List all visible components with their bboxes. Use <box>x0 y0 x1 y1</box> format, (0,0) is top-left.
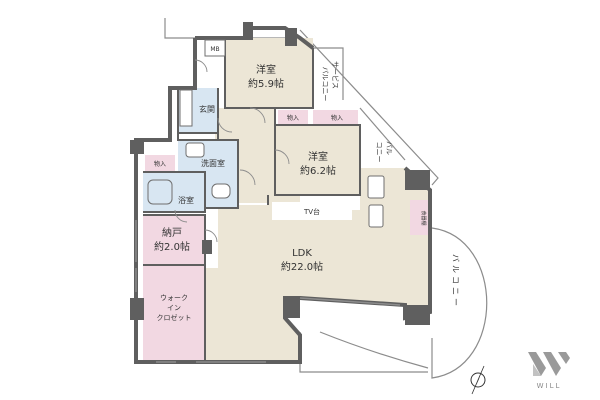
interior-walls <box>143 38 361 360</box>
service-balcony-line-2: バルコニー <box>321 67 329 102</box>
will-logo-mark-icon <box>528 352 570 376</box>
bedroom1-name: 洋室 <box>256 63 276 76</box>
bedroom2-name: 洋室 <box>308 150 328 163</box>
dining-storage-area <box>410 200 428 235</box>
balcony-main-char-1: バ <box>451 254 460 262</box>
balcony-main-char-5: ー <box>451 298 460 306</box>
ldk-name: LDK <box>292 248 312 259</box>
balcony-main-char-3: コ <box>451 276 460 284</box>
ldk-size: 約22.0帖 <box>281 260 323 273</box>
dining-storage-label: 食器棚 <box>420 210 427 225</box>
walkin-area <box>143 265 205 360</box>
walkin-line-2: イン <box>167 304 181 312</box>
closet-label-2: 物入 <box>331 114 343 122</box>
storage-size: 約2.0帖 <box>154 240 190 253</box>
closet-area-2 <box>313 110 358 124</box>
washroom-label: 洗面室 <box>201 158 225 168</box>
bedroom1-area <box>225 38 313 108</box>
balcony-main-char-2: ル <box>451 265 460 273</box>
entrance-label: 玄関 <box>199 104 215 114</box>
pillars <box>130 22 430 325</box>
misc-labels: MB 物入 物入 物入 TV台 食器棚 サービス バルコニー バル コニー バ … <box>154 46 460 306</box>
will-logo-text: WILL <box>537 382 562 390</box>
walkin-line-1: ウォーク <box>160 294 188 302</box>
storage-name: 納戸 <box>162 226 182 239</box>
closet-label-3: 物入 <box>154 160 166 168</box>
room-labels: 洋室 約5.9帖 洋室 約6.2帖 LDK 約22.0帖 納戸 約2.0帖 ウォ… <box>154 63 336 322</box>
ldk-area <box>148 168 430 362</box>
balcony-small-line-1: バル <box>385 141 393 155</box>
north-compass-icon <box>470 365 486 395</box>
cooktop <box>367 175 385 199</box>
tv-stand-label: TV台 <box>303 207 320 216</box>
closet-label-1: 物入 <box>287 114 299 122</box>
bathtub <box>147 179 173 205</box>
closet-area-3 <box>145 155 175 171</box>
room-fills <box>143 38 430 362</box>
bedroom2-size: 約6.2帖 <box>300 164 336 177</box>
balcony-outlines <box>164 18 488 379</box>
bath-label: 浴室 <box>178 195 194 205</box>
balcony-small-line-2: コニー <box>375 142 383 163</box>
closet-area-1 <box>278 110 308 124</box>
sink <box>185 142 205 158</box>
mb-label: MB <box>210 46 219 53</box>
balcony-main-char-4: ニ <box>451 287 460 295</box>
fixtures <box>147 39 385 228</box>
tv-stand-area <box>272 202 352 220</box>
doors <box>174 59 290 243</box>
service-balcony-line-1: サービス <box>331 61 340 89</box>
shoe-cabinet <box>179 89 193 127</box>
mb-box <box>204 39 226 57</box>
bedroom1-size: 約5.9帖 <box>248 77 284 90</box>
windows <box>135 220 401 363</box>
bedroom2-area <box>275 125 360 195</box>
storage-area <box>143 215 205 265</box>
kitchen-sink <box>368 204 384 228</box>
walkin-line-3: クロゼット <box>157 313 192 322</box>
will-logo: WILL <box>528 352 570 390</box>
toilet <box>211 183 231 199</box>
